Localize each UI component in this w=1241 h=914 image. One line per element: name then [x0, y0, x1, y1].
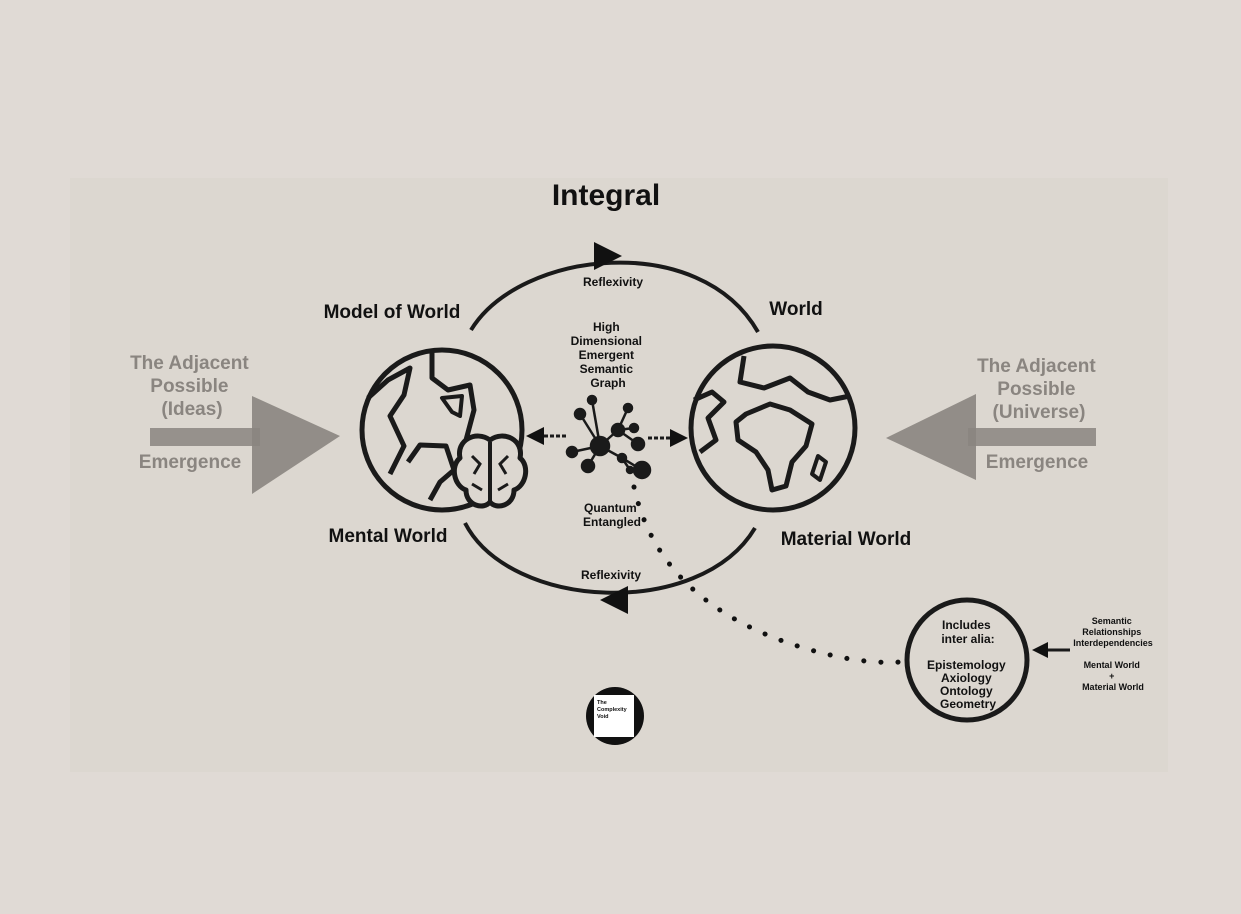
- network-graph-icon: [565, 394, 652, 480]
- includes-circle: [904, 597, 1030, 723]
- reflexivity-label-bottom: Reflexivity: [581, 568, 641, 582]
- label-material-world: Material World: [781, 529, 912, 550]
- reflexivity-arrowhead-top: [594, 242, 622, 270]
- includes-heading: Includes inter alia:: [941, 618, 994, 646]
- label-mental-world: Mental World: [329, 526, 448, 547]
- side-note-bottom: Mental World + Material World: [1082, 660, 1144, 692]
- material-globe-icon: [688, 343, 858, 513]
- brain-icon: [451, 433, 529, 509]
- adjacent-possible-ideas-heading: The Adjacent Possible (Ideas): [130, 353, 254, 420]
- label-world: World: [769, 299, 822, 320]
- includes-list: Epistemology Axiology Ontology Geometry: [927, 658, 1009, 711]
- diagram-title: Integral: [552, 179, 660, 212]
- arrow-to-material-icon: [648, 429, 688, 447]
- adjacent-possible-universe-heading: The Adjacent Possible (Universe): [977, 356, 1101, 423]
- mental-globe-icon: [359, 347, 529, 513]
- quantum-label: Quantum Entangled: [583, 501, 641, 529]
- reflexivity-arrowhead-bottom: [600, 586, 628, 614]
- adjacent-possible-ideas-arrow-icon: [150, 396, 340, 494]
- arrow-to-mental-icon: [526, 427, 566, 445]
- graph-label: High Dimensional Emergent Semantic Graph: [571, 320, 646, 390]
- dotted-connector: [631, 484, 903, 665]
- adjacent-possible-universe-arrow-icon: [886, 394, 1096, 480]
- emergence-right-label: Emergence: [986, 452, 1088, 473]
- reflexivity-arc-top: [469, 260, 760, 333]
- side-note-top: Semantic Relationships Interdependencies: [1073, 616, 1153, 648]
- reflexivity-label-top: Reflexivity: [583, 275, 643, 289]
- side-note-arrow-icon: [1032, 642, 1070, 658]
- logo-text: The Complexity Void: [597, 700, 628, 720]
- label-model-of-world: Model of World: [324, 302, 461, 323]
- complexity-void-logo: The Complexity Void: [586, 687, 644, 745]
- reflexivity-arc-bottom: [463, 522, 757, 595]
- emergence-left-label: Emergence: [139, 452, 241, 473]
